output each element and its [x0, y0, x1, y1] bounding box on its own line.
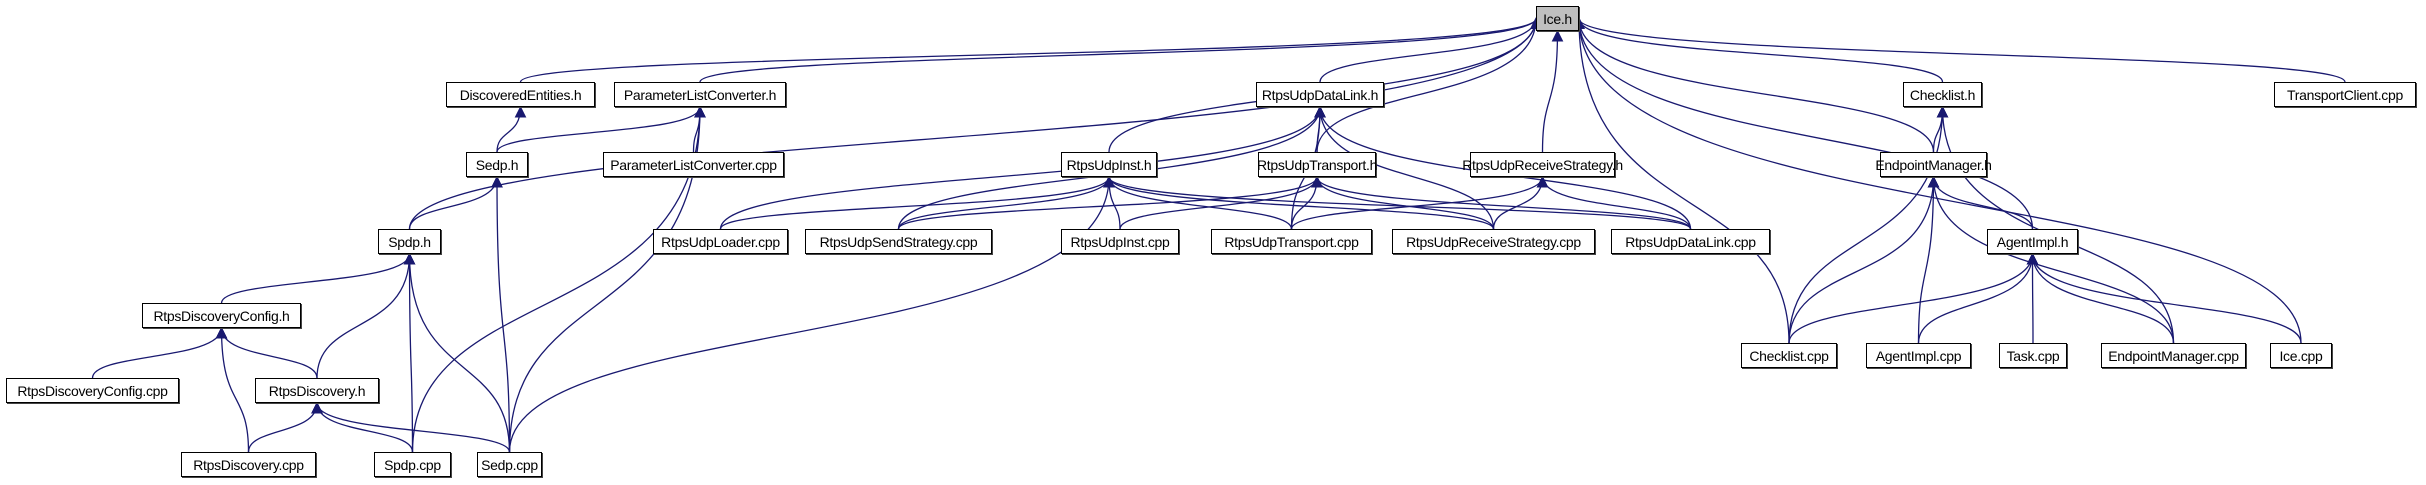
edge-rtps-udp-send-strategy-cpp-to-rtps-udp-transport-h	[897, 175, 1323, 230]
edge-endpoint-manager-h-to-ice-h	[1573, 17, 1935, 153]
graph-node-task-cpp[interactable]: Task.cpp	[1999, 343, 2067, 368]
edge-agent-impl-h-to-ice-h	[1573, 17, 2034, 230]
graph-node-rtps-udp-receive-strategy-h[interactable]: RtpsUdpReceiveStrategy.h	[1462, 152, 1623, 177]
edge-rtps-udp-inst-cpp-to-rtps-udp-transport-h	[1119, 175, 1323, 230]
edge-ice-cpp-to-ice-h	[1573, 17, 2302, 344]
edge-rtps-udp-loader-cpp-to-rtps-udp-data-link-h	[719, 105, 1326, 230]
edge-endpoint-manager-cpp-to-endpoint-manager-h	[1927, 175, 2175, 344]
graph-node-sedp-cpp[interactable]: Sedp.cpp	[477, 452, 542, 477]
graph-node-rtps-udp-data-link-cpp[interactable]: RtpsUdpDataLink.cpp	[1611, 229, 1770, 254]
edge-spdp-h-to-ice-h	[408, 17, 1542, 230]
graph-node-rtps-udp-loader-cpp[interactable]: RtpsUdpLoader.cpp	[653, 229, 788, 254]
graph-node-rtps-discovery-h[interactable]: RtpsDiscovery.h	[255, 378, 379, 403]
edge-checklist-cpp-to-endpoint-manager-h	[1788, 175, 1940, 344]
edge-rtps-udp-loader-cpp-to-rtps-udp-inst-h	[719, 175, 1115, 230]
edge-discovered-entities-h-to-ice-h	[519, 17, 1542, 83]
graph-node-parameter-list-converter-h[interactable]: ParameterListConverter.h	[614, 82, 786, 107]
edge-rtps-udp-transport-cpp-to-rtps-udp-receive-strategy-h	[1290, 175, 1549, 230]
edge-sedp-h-to-discovered-entities-h	[496, 105, 527, 153]
edge-rtps-discovery-cpp-to-rtps-discovery-config-h	[215, 326, 250, 453]
edge-sedp-cpp-to-parameter-list-converter-h	[508, 105, 706, 453]
graph-node-rtps-discovery-cpp[interactable]: RtpsDiscovery.cpp	[181, 452, 316, 477]
graph-node-rtps-udp-send-strategy-cpp[interactable]: RtpsUdpSendStrategy.cpp	[805, 229, 992, 254]
edge-rtps-udp-receive-strategy-cpp-to-rtps-udp-inst-h	[1103, 175, 1495, 230]
edge-task-cpp-to-agent-impl-h	[2026, 252, 2039, 344]
graph-node-sedp-h[interactable]: Sedp.h	[466, 152, 528, 177]
edge-rtps-udp-receive-strategy-cpp-to-rtps-udp-transport-h	[1311, 175, 1495, 230]
edge-spdp-cpp-to-parameter-list-converter-h	[411, 105, 706, 453]
edge-transport-client-cpp-to-ice-h	[1573, 17, 2346, 83]
edge-rtps-udp-data-link-h-to-ice-h	[1319, 17, 1542, 83]
edge-rtps-udp-transport-cpp-to-rtps-udp-inst-h	[1103, 175, 1293, 230]
graph-node-checklist-h[interactable]: Checklist.h	[1903, 82, 1982, 107]
graph-node-rtps-udp-inst-h[interactable]: RtpsUdpInst.h	[1061, 152, 1157, 177]
edge-spdp-cpp-to-spdp-h	[403, 252, 416, 453]
edge-agent-impl-h-to-endpoint-manager-h	[1927, 175, 2034, 230]
edge-rtps-udp-send-strategy-cpp-to-rtps-udp-inst-h	[897, 175, 1115, 230]
graph-node-rtps-discovery-config-h[interactable]: RtpsDiscoveryConfig.h	[142, 303, 301, 328]
edge-agent-impl-cpp-to-agent-impl-h	[1917, 252, 2039, 344]
graph-node-parameter-list-converter-cpp[interactable]: ParameterListConverter.cpp	[603, 152, 784, 177]
graph-node-rtps-udp-transport-h[interactable]: RtpsUdpTransport.h	[1257, 152, 1377, 177]
edge-sedp-cpp-to-spdp-h	[403, 252, 511, 453]
edge-sedp-cpp-to-rtps-discovery-h	[311, 401, 511, 453]
edge-rtps-udp-data-link-cpp-to-rtps-udp-inst-h	[1103, 175, 1692, 230]
edge-rtps-discovery-config-cpp-to-rtps-discovery-config-h	[91, 326, 228, 379]
graph-node-checklist-cpp[interactable]: Checklist.cpp	[1741, 343, 1837, 368]
graph-node-discovered-entities-h[interactable]: DiscoveredEntities.h	[446, 82, 595, 107]
graph-node-rtps-discovery-config-cpp[interactable]: RtpsDiscoveryConfig.cpp	[6, 378, 179, 403]
edge-endpoint-manager-cpp-to-checklist-h	[1936, 105, 2175, 344]
edge-checklist-cpp-to-agent-impl-h	[1788, 252, 2039, 344]
edge-rtps-udp-data-link-cpp-to-rtps-udp-transport-h	[1311, 175, 1692, 230]
graph-node-ice-cpp[interactable]: Ice.cpp	[2270, 343, 2332, 368]
graph-node-ice-h[interactable]: Ice.h	[1536, 6, 1579, 31]
edge-checklist-h-to-ice-h	[1573, 17, 1944, 83]
graph-node-rtps-udp-inst-cpp[interactable]: RtpsUdpInst.cpp	[1061, 229, 1179, 254]
graph-node-endpoint-manager-h[interactable]: EndpointManager.h	[1875, 152, 1992, 177]
edge-sedp-cpp-to-rtps-udp-inst-h	[508, 175, 1115, 453]
graph-node-spdp-cpp[interactable]: Spdp.cpp	[374, 452, 451, 477]
graph-node-transport-client-cpp[interactable]: TransportClient.cpp	[2274, 82, 2416, 107]
edge-ice-cpp-to-agent-impl-h	[2026, 252, 2302, 344]
graph-node-agent-impl-h[interactable]: AgentImpl.h	[1987, 229, 2078, 254]
edge-sedp-h-to-parameter-list-converter-h	[496, 105, 706, 153]
graph-node-rtps-udp-receive-strategy-cpp[interactable]: RtpsUdpReceiveStrategy.cpp	[1392, 229, 1595, 254]
edge-rtps-discovery-config-h-to-spdp-h	[220, 252, 416, 304]
edge-rtps-discovery-h-to-rtps-discovery-config-h	[215, 326, 318, 379]
graph-node-rtps-udp-transport-cpp[interactable]: RtpsUdpTransport.cpp	[1211, 229, 1372, 254]
edge-rtps-udp-transport-h-to-ice-h	[1316, 17, 1542, 153]
edge-endpoint-manager-cpp-to-agent-impl-h	[2026, 252, 2175, 344]
edge-parameter-list-converter-h-to-ice-h	[699, 17, 1542, 83]
graph-node-endpoint-manager-cpp[interactable]: EndpointManager.cpp	[2101, 343, 2246, 368]
edge-rtps-udp-receive-strategy-h-to-ice-h	[1541, 29, 1564, 153]
edge-spdp-cpp-to-rtps-discovery-h	[311, 401, 414, 453]
edge-rtps-discovery-h-to-spdp-h	[316, 252, 416, 379]
edge-rtps-udp-receive-strategy-cpp-to-rtps-udp-receive-strategy-h	[1492, 175, 1549, 230]
edge-spdp-h-to-sedp-h	[408, 175, 503, 230]
edge-agent-impl-cpp-to-endpoint-manager-h	[1917, 175, 1940, 344]
graph-node-agent-impl-cpp[interactable]: AgentImpl.cpp	[1866, 343, 1971, 368]
graph-node-spdp-h[interactable]: Spdp.h	[378, 229, 441, 254]
edge-sedp-cpp-to-sedp-h	[491, 175, 511, 453]
edge-rtps-udp-data-link-cpp-to-rtps-udp-receive-strategy-h	[1536, 175, 1692, 230]
edge-rtps-discovery-cpp-to-rtps-discovery-h	[247, 401, 323, 453]
edge-checklist-cpp-to-ice-h	[1573, 17, 1790, 344]
graph-node-rtps-udp-data-link-h[interactable]: RtpsUdpDataLink.h	[1256, 82, 1384, 107]
